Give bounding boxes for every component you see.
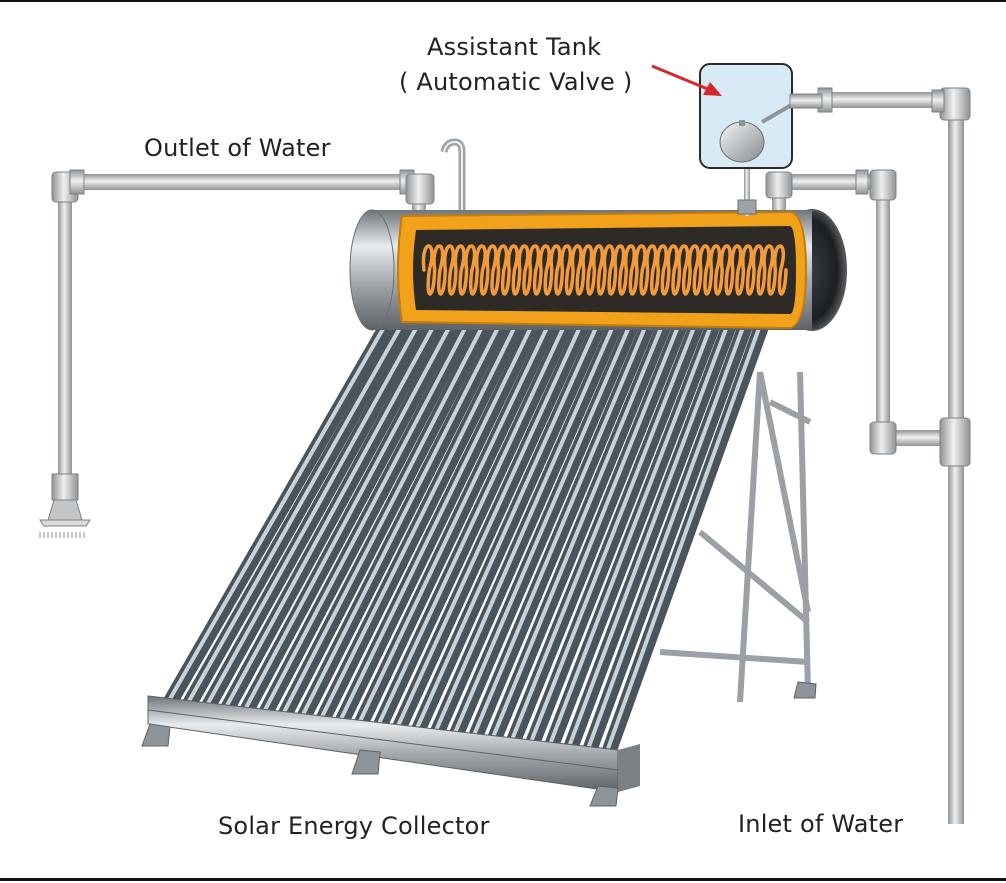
- evacuated-tube-highlight: [413, 318, 602, 734]
- evacuated-tube-highlight: [585, 318, 748, 753]
- evacuated-tube-highlight: [489, 318, 667, 742]
- label-assistant-tank: Assistant Tank: [427, 33, 602, 61]
- evacuated-tube-highlight: [432, 318, 618, 736]
- outlet-pipe: [51, 169, 435, 501]
- support-frame: [659, 371, 812, 703]
- label-solar-energy-collector: Solar Energy Collector: [218, 812, 490, 840]
- evacuated-tube-highlight: [356, 318, 553, 727]
- evacuated-tube-highlight: [375, 318, 569, 729]
- evacuated-tube-highlight: [604, 318, 764, 755]
- collector-feet: [141, 681, 817, 807]
- evacuated-tube-highlight: [337, 318, 537, 725]
- evacuated-tube-highlight: [241, 318, 456, 714]
- callout-arrow: [651, 64, 722, 96]
- evacuated-tube-highlight: [470, 318, 651, 740]
- vent-pipe: [440, 138, 466, 220]
- heat-exchange-coil: [421, 244, 788, 296]
- label-automatic-valve: ( Automatic Valve ): [399, 68, 633, 96]
- shower-head-icon: [39, 499, 91, 538]
- evacuated-tube-highlight: [451, 318, 634, 738]
- label-outlet-of-water: Outlet of Water: [144, 134, 331, 162]
- evacuated-tubes: [162, 312, 772, 761]
- evacuated-tube-highlight: [528, 318, 699, 747]
- assistant-tank: [699, 63, 823, 216]
- evacuated-tube-highlight: [394, 318, 586, 732]
- label-inlet-of-water: Inlet of Water: [738, 810, 904, 838]
- evacuated-tube-highlight: [547, 318, 716, 749]
- evacuated-tube-highlight: [566, 318, 732, 751]
- water-storage-tank: [349, 209, 847, 331]
- inlet-pipe: [765, 87, 971, 824]
- evacuated-tube-highlight: [318, 318, 521, 723]
- evacuated-tube-highlight: [260, 318, 472, 716]
- evacuated-tube-highlight: [165, 318, 391, 706]
- evacuated-tube-highlight: [509, 318, 683, 745]
- evacuated-tube-highlight: [203, 318, 423, 710]
- evacuated-tube-highlight: [184, 318, 407, 708]
- evacuated-tube-highlight: [222, 318, 439, 712]
- evacuated-tube-highlight: [299, 318, 504, 721]
- evacuated-tube-highlight: [280, 318, 488, 719]
